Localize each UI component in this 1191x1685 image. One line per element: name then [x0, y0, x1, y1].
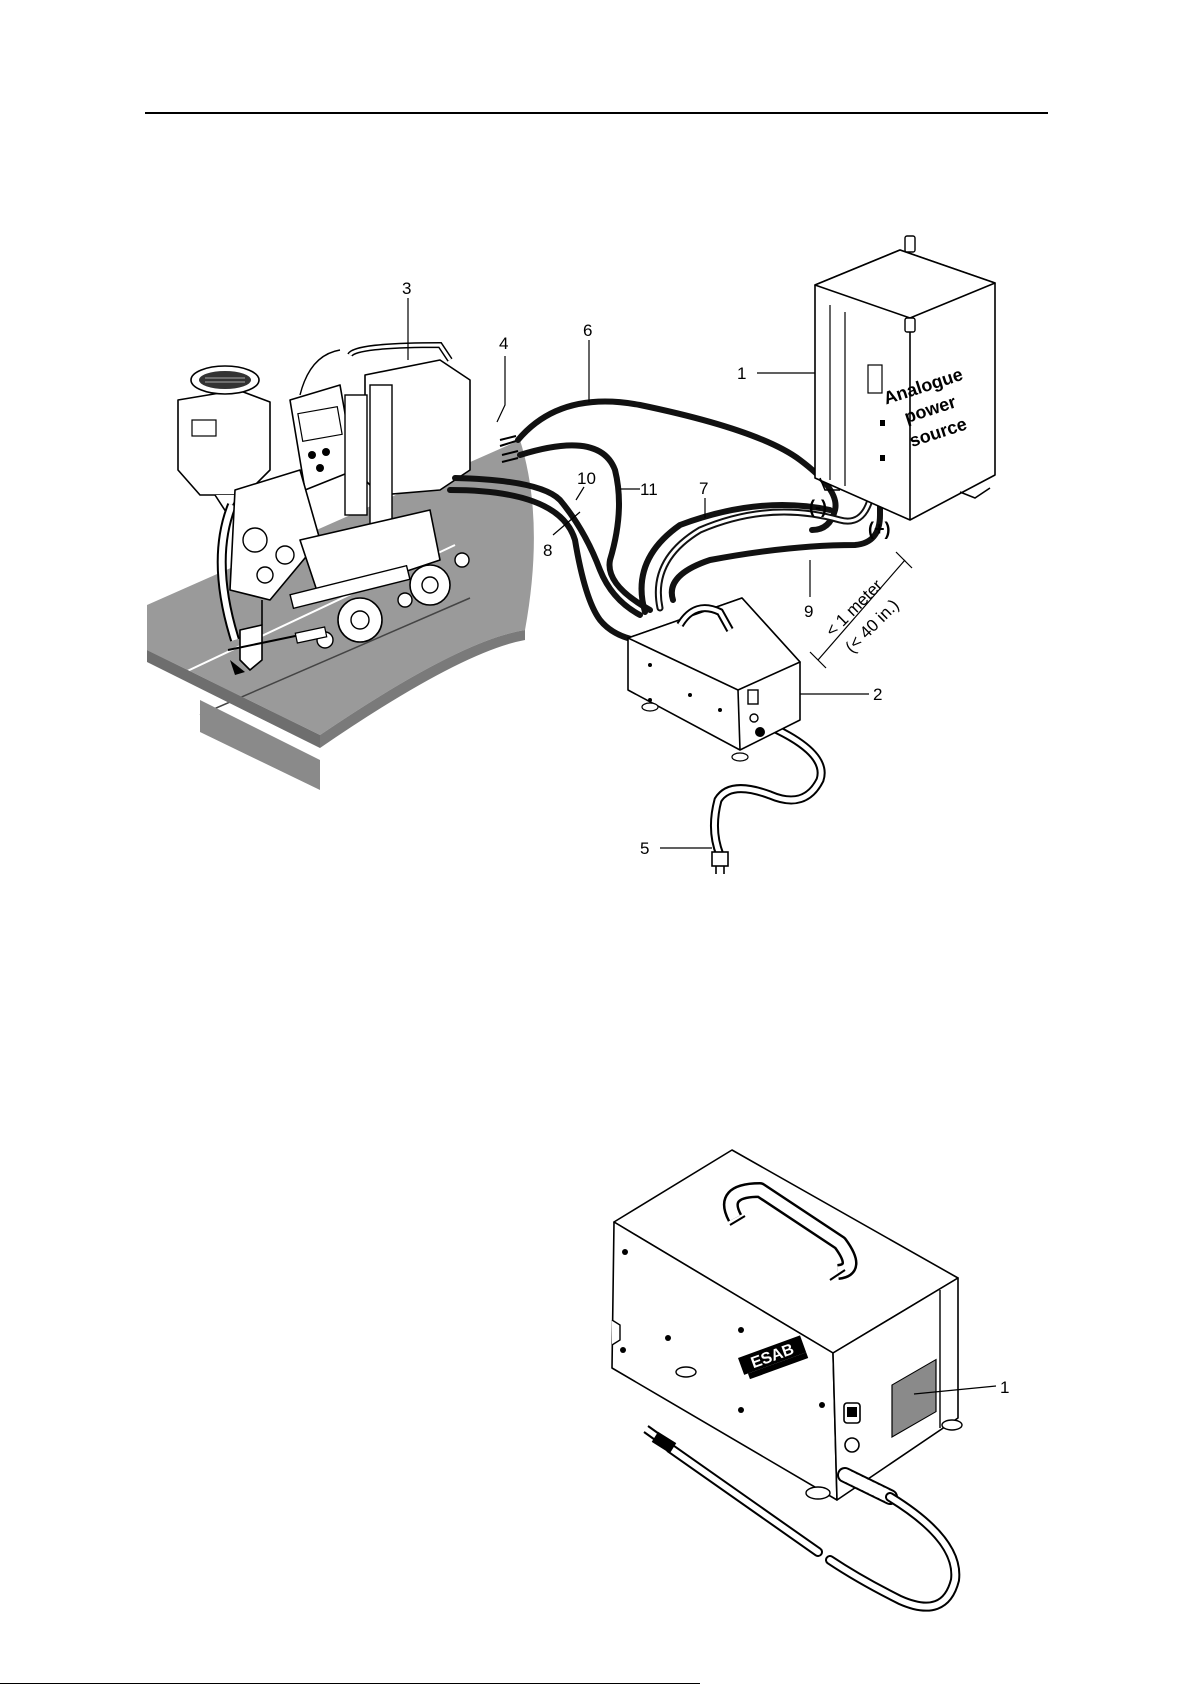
distance-dimension: < 1 meter (< 40 in.)	[810, 552, 912, 668]
callout-3: 3	[402, 279, 411, 298]
cable-9	[672, 480, 880, 600]
detail-callout-1: 1	[1000, 1378, 1009, 1397]
polarity-negative-label: (-)	[809, 497, 827, 517]
callout-6: 6	[583, 321, 592, 340]
callout-2: 2	[873, 685, 882, 704]
control-unit	[628, 598, 800, 761]
callout-11: 11	[640, 480, 658, 499]
power-source: Analogue power source	[815, 236, 995, 520]
callout-9: 9	[804, 602, 813, 621]
connection-diagram: Analogue power source < 1 meter	[147, 236, 995, 874]
callout-7: 7	[699, 479, 708, 498]
control-unit-detail: ESAB 1	[612, 1150, 1009, 1607]
cable-gland	[845, 1475, 890, 1497]
callout-1: 1	[737, 364, 746, 383]
footer-rule	[0, 1683, 700, 1684]
mains-plug	[712, 852, 728, 866]
callout-5: 5	[640, 839, 649, 858]
fuse-holder	[845, 1438, 859, 1452]
callout-8: 8	[543, 541, 552, 560]
callout-4: 4	[499, 334, 508, 353]
callout-10: 10	[577, 469, 596, 488]
polarity-positive-label: (+)	[868, 519, 891, 539]
